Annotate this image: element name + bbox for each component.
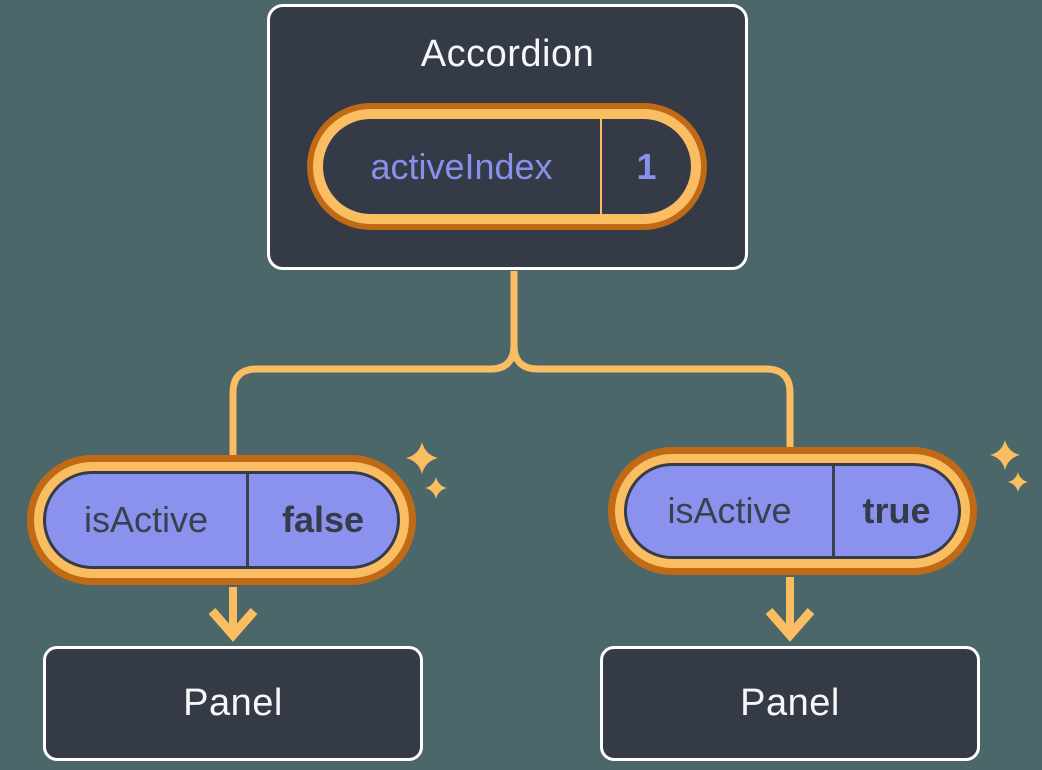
state-value: 1 (636, 145, 657, 187)
prop-pill-divider (832, 466, 835, 556)
prop-pill-right: isActive true (608, 447, 977, 575)
prop-pill-left: isActive false (27, 455, 416, 585)
prop-pill-left-core: isActive false (43, 471, 400, 569)
sparkle-icon (425, 477, 447, 499)
prop-pill-divider (246, 474, 249, 566)
panel-title: Panel (740, 682, 840, 724)
prop-pill-left-ring: isActive false (34, 462, 409, 578)
sparkle-icon (406, 442, 438, 474)
panel-title: Panel (183, 682, 283, 724)
state-name-label: activeIndex (370, 145, 553, 187)
branch-line-right (510, 271, 794, 449)
panel-node-right: Panel (600, 646, 980, 761)
sparkle-icon (990, 440, 1020, 470)
state-pill: activeIndex 1 (307, 103, 707, 230)
prop-pill-right-ring: isActive true (615, 454, 970, 568)
accordion-title: Accordion (420, 33, 595, 75)
prop-pill-right-core: isActive true (624, 463, 961, 559)
state-pill-ring: activeIndex 1 (313, 109, 701, 224)
arrow-left-head (208, 608, 258, 642)
state-pill-divider (600, 119, 602, 214)
state-pill-core: activeIndex 1 (323, 119, 691, 214)
prop-name-label: isActive (83, 499, 209, 540)
prop-value: true (862, 490, 931, 531)
prop-name-label: isActive (667, 490, 792, 531)
sparkle-icon (1008, 472, 1028, 492)
arrow-right-head (765, 608, 815, 642)
prop-value: false (281, 499, 365, 540)
accordion-node: Accordion activeIndex 1 (267, 4, 748, 270)
panel-node-left: Panel (43, 646, 423, 761)
branch-line-left (229, 271, 518, 456)
